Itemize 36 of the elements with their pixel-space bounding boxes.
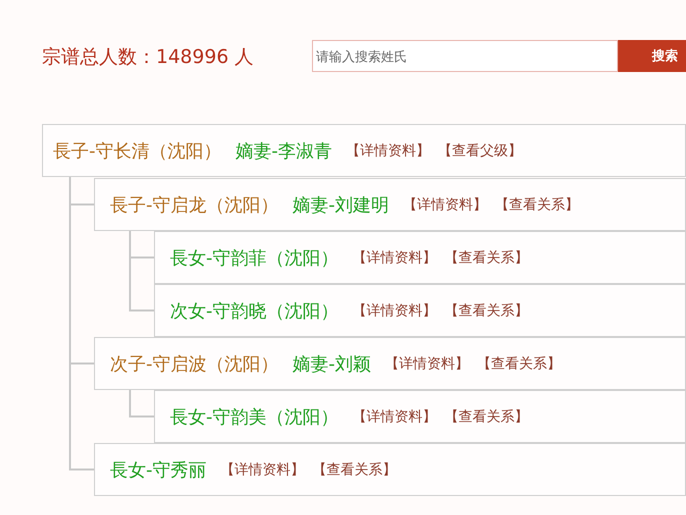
member-name: 長女-守韵菲（沈阳） xyxy=(170,246,338,270)
link: 【查看父级】 xyxy=(438,142,522,160)
spouse-name: 嫡妻-刘颖 xyxy=(292,352,371,376)
family-member-row xyxy=(154,284,686,337)
member-name: 長子-守长清（沈阳） xyxy=(53,140,222,162)
tree-connector xyxy=(69,177,94,470)
family-member-row xyxy=(154,231,686,284)
family-member-row xyxy=(94,178,686,231)
family-member-row xyxy=(42,124,686,177)
spouse-name: 嫡妻-李淑青 xyxy=(236,140,332,162)
link: 【详情资料】 xyxy=(346,142,430,160)
link: 【详情资料】 xyxy=(385,354,469,372)
link: 【查看关系】 xyxy=(495,196,579,214)
link: 【详情资料】 xyxy=(220,460,304,478)
member-name: 次子-守启波（沈阳） xyxy=(110,352,278,376)
member-name: 長子-守启龙（沈阳） xyxy=(110,194,278,216)
link: 【查看关系】 xyxy=(477,354,561,372)
link: 【详情资料】 xyxy=(403,196,487,214)
tree-connector xyxy=(129,390,154,418)
search-input-field: 请输入搜索姓氏 xyxy=(312,40,618,72)
member-name: 長女-守韵美（沈阳） xyxy=(170,406,338,428)
link: 【查看关系】 xyxy=(444,248,528,266)
link: 【详情资料】 xyxy=(352,302,436,320)
link: 【查看关系】 xyxy=(312,460,396,478)
total-count-text: 宗谱总人数：148996 人 xyxy=(42,45,254,70)
member-name: 次女-守韵晓（沈阳） xyxy=(170,300,338,322)
search-button: 搜索 xyxy=(618,40,686,72)
family-member-row xyxy=(154,390,686,443)
family-member-row xyxy=(94,337,686,390)
family-member-row xyxy=(94,443,686,496)
link: 【查看关系】 xyxy=(444,408,528,426)
member-name: 長女-守秀丽 xyxy=(110,458,206,482)
link: 【详情资料】 xyxy=(352,408,436,426)
link: 【查看关系】 xyxy=(444,302,528,320)
spouse-name: 嫡妻-刘建明 xyxy=(292,194,389,216)
link: 【详情资料】 xyxy=(352,248,436,266)
